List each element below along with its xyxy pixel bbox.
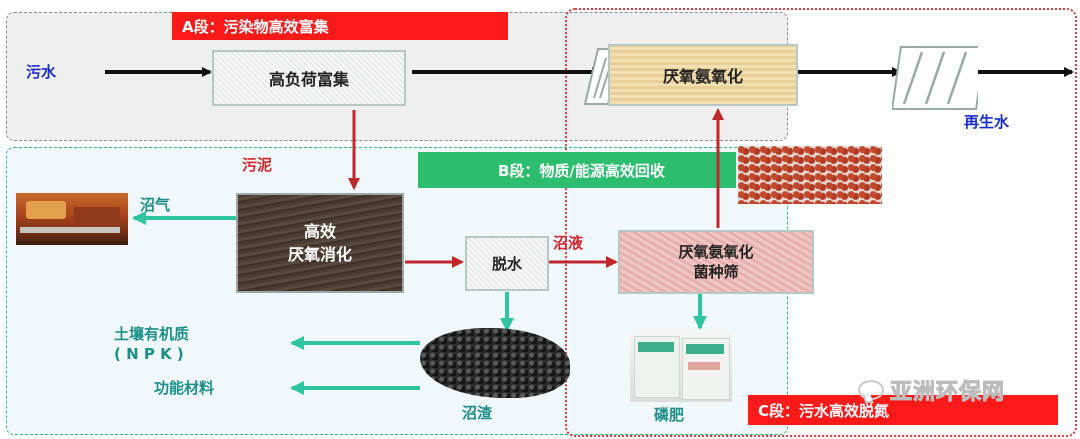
biogas-residue-label: 沼渣 <box>462 404 493 422</box>
filter-media-icon <box>892 46 978 110</box>
enrichment-label: 高负荷富集 <box>268 70 349 89</box>
digestate-liquid-label: 沼液 <box>553 234 584 252</box>
anammox-granules-image <box>738 146 882 204</box>
phosphate-fertilizer-label: 磷肥 <box>654 406 685 424</box>
section-c-banner: C段：污水高效脱氮 <box>748 395 1058 425</box>
digestion-label-line1: 高效 <box>303 221 336 241</box>
screening-label-line2: 菌种筛 <box>693 263 739 281</box>
section-b-banner: B段：物质/能源高效回收 <box>418 152 736 188</box>
screening-label-line1: 厌氧氨氧化 <box>678 242 754 261</box>
biogas-label: 沼气 <box>140 196 171 214</box>
soil-organic-label-line1: 土壤有机质 <box>114 325 190 343</box>
biogas-residue-pellets-image <box>420 328 570 398</box>
watermark-text: 亚洲环保网 <box>889 380 1006 406</box>
digestion-box: 高效 厌氧消化 <box>236 193 404 293</box>
sludge-label: 污泥 <box>242 156 273 174</box>
anammox-box: 厌氧氨氧化 <box>608 44 798 106</box>
watermark: 亚洲环保网 <box>858 374 1005 406</box>
dewatering-label: 脱水 <box>491 255 522 273</box>
functional-materials-label: 功能材料 <box>154 379 215 397</box>
soil-organic-label-line2: ( N P K ) <box>114 345 184 363</box>
anammox-label: 厌氧氨氧化 <box>662 67 743 86</box>
section-c-region <box>565 8 1077 437</box>
section-a-banner: A段：污染物高效富集 <box>172 12 508 40</box>
enrichment-box: 高负荷富集 <box>212 50 406 106</box>
screening-box: 厌氧氨氧化 菌种筛 <box>618 230 814 294</box>
biogas-equipment-image <box>16 193 128 245</box>
phosphate-fertilizer-bags-image <box>630 332 732 402</box>
dewatering-box: 脱水 <box>465 236 549 291</box>
sewage-label: 污水 <box>26 63 57 81</box>
reclaimed-water-label: 再生水 <box>964 113 1010 131</box>
digestion-label-line2: 厌氧消化 <box>287 245 352 264</box>
chat-bubble-icon <box>858 380 884 403</box>
